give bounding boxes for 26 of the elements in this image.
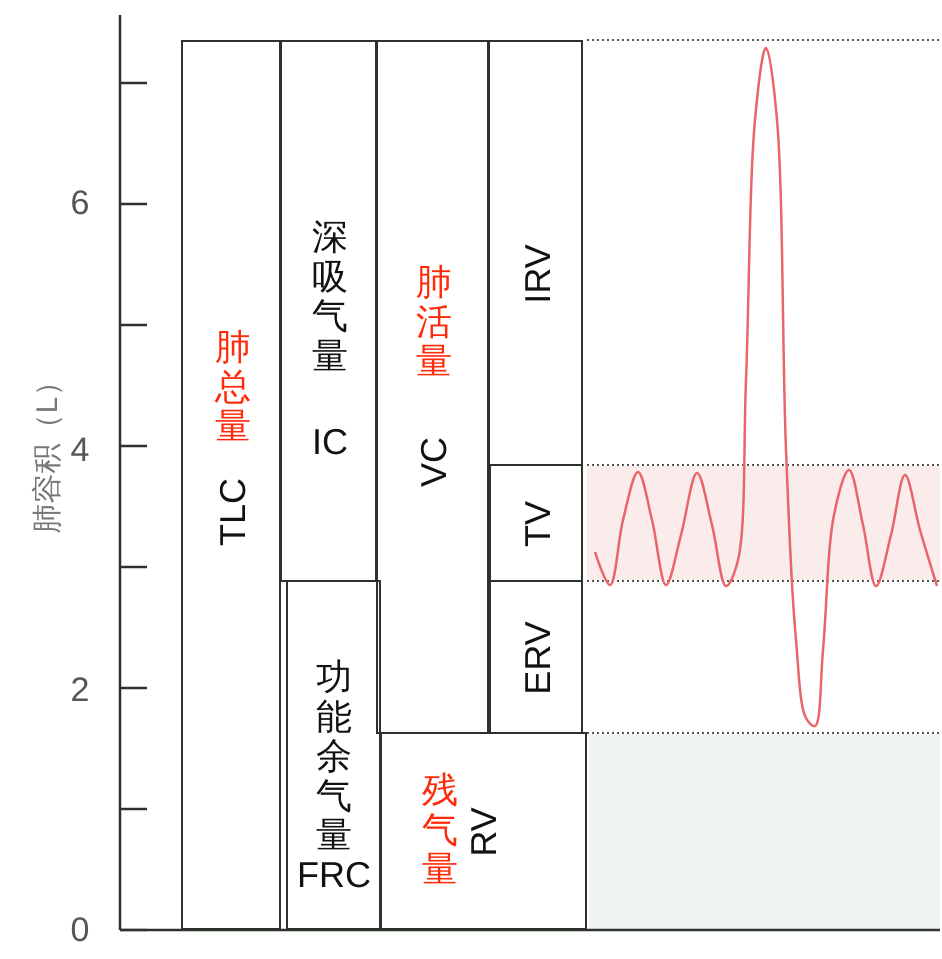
volume-box bbox=[280, 40, 377, 582]
volume-abbreviation: FRC bbox=[297, 857, 371, 893]
volume-abbreviation: RV bbox=[466, 807, 502, 857]
volume-box bbox=[489, 464, 583, 582]
tick-label: 0 bbox=[70, 913, 90, 947]
volume-abbreviation: IC bbox=[312, 424, 348, 460]
chinese-term-highlight: 残气量 bbox=[422, 770, 458, 889]
volume-box bbox=[489, 580, 583, 734]
volume-box bbox=[286, 580, 381, 930]
volume-abbreviation: IRV bbox=[520, 244, 556, 304]
volume-abbreviation: VC bbox=[416, 437, 452, 487]
chinese-term: 深吸气量 bbox=[312, 217, 348, 376]
tick-label: 4 bbox=[70, 433, 90, 467]
chinese-term: 功能余气量 bbox=[316, 657, 352, 855]
volume-box bbox=[376, 40, 489, 734]
axis-title: 肺容积（L） bbox=[33, 366, 63, 534]
volume-abbreviation: ERV bbox=[520, 621, 556, 695]
volume-abbreviation: TLC bbox=[215, 478, 251, 546]
volume-box bbox=[488, 40, 583, 466]
volume-abbreviation: TV bbox=[520, 501, 556, 547]
volume-box bbox=[380, 732, 587, 930]
chinese-term-highlight: 肺总量 bbox=[215, 327, 251, 446]
tick-label: 6 bbox=[70, 186, 90, 220]
tick-label: 2 bbox=[70, 673, 90, 707]
volume-box bbox=[181, 40, 281, 930]
chinese-term-highlight: 肺活量 bbox=[416, 262, 452, 381]
